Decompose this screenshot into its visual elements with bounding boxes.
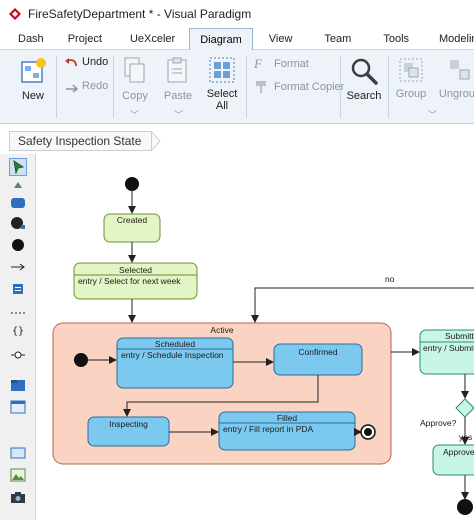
state-scheduled-label: Scheduled <box>154 339 196 349</box>
new-button[interactable]: New <box>16 56 50 102</box>
transition-icon[interactable] <box>9 258 27 276</box>
state-submitted[interactable] <box>419 329 474 375</box>
tab-tools[interactable]: Tools <box>383 33 410 45</box>
redo-button[interactable]: Redo <box>64 80 108 92</box>
image-icon[interactable] <box>9 466 27 484</box>
tab-dash[interactable]: Dash <box>18 33 44 45</box>
ungroup-button[interactable]: Ungroup <box>438 56 474 100</box>
submachine-state-icon[interactable] <box>9 214 27 232</box>
state-submitted-entry: entry / Submit <box>423 343 474 353</box>
state-scheduled-entry: entry / Schedule Inspection <box>121 350 224 360</box>
copy-button[interactable]: Copy <box>120 56 150 102</box>
state-approved[interactable] <box>432 444 474 476</box>
ungroup-icon <box>450 60 470 80</box>
ribbon-toolbar: New Undo Redo Copy ﹀ Paste ﹀ <box>0 50 474 124</box>
group-icon <box>399 58 423 82</box>
visual-paradigm-logo-icon <box>9 8 21 20</box>
folder-icon[interactable] <box>9 376 27 394</box>
paste-button[interactable]: Paste <box>162 56 194 102</box>
state-machine-diagram <box>52 177 474 515</box>
undo-button[interactable]: Undo <box>64 56 108 68</box>
tab-project[interactable]: Project <box>67 33 102 45</box>
tab-uexceler[interactable]: UeXceler <box>129 33 176 45</box>
rectangle-icon[interactable] <box>9 444 27 462</box>
state-confirmed-label: Confirmed <box>298 347 338 357</box>
state-selected-label: Selected <box>118 265 153 275</box>
format-icon: F <box>254 56 262 71</box>
state-selected-entry: entry / Select for next week <box>78 276 181 286</box>
camera-icon[interactable] <box>9 488 27 506</box>
breadcrumb: Safety Inspection State <box>9 131 162 151</box>
title-bar: FireSafetyDepartment * - Visual Paradigm <box>0 0 474 28</box>
ungroup-chevron-down-icon[interactable]: ﹀ <box>428 110 438 120</box>
decision-node[interactable] <box>455 398 474 418</box>
paste-icon <box>167 57 187 83</box>
menu-bar: Dash Project UeXceler Diagram View Team … <box>0 28 474 50</box>
group-button[interactable]: Group <box>394 56 428 100</box>
breadcrumb-item[interactable]: Safety Inspection State <box>9 131 153 151</box>
tab-view[interactable]: View <box>268 33 293 45</box>
transition-no-label: no <box>385 274 395 284</box>
inner-initial-node[interactable] <box>74 353 88 367</box>
state-created-label: Created <box>116 215 148 225</box>
note-icon[interactable] <box>9 280 27 298</box>
initial-pseudo-state-icon[interactable] <box>9 236 27 254</box>
state-active-label: Active <box>210 325 234 335</box>
tab-diagram[interactable]: Diagram <box>189 28 253 50</box>
state-scheduled[interactable] <box>116 337 234 389</box>
undo-icon <box>65 58 77 67</box>
diagram-palette: {} <box>0 154 36 520</box>
state-inspecting-label: Inspecting <box>109 419 148 429</box>
state-icon[interactable] <box>9 194 27 212</box>
state-filled-label: Filled <box>276 413 298 423</box>
state-submitted-label: Submitt <box>445 331 474 341</box>
tab-team[interactable]: Team <box>324 33 352 45</box>
browser-icon[interactable] <box>9 398 27 416</box>
initial-node[interactable] <box>125 177 139 191</box>
state-filled-entry: entry / Fill report in PDA <box>223 424 314 434</box>
new-diagram-icon <box>21 58 46 83</box>
constraint-icon[interactable]: {} <box>11 325 25 337</box>
diagram-canvas[interactable]: Created Selected entry / Select for next… <box>37 154 474 520</box>
decision-approve-label: Approve? <box>420 418 457 428</box>
state-selected[interactable] <box>73 262 198 300</box>
format-copier-icon <box>256 81 266 93</box>
junction-icon[interactable] <box>9 346 27 364</box>
search-button[interactable]: Search <box>346 56 382 102</box>
copy-icon <box>124 57 145 83</box>
breadcrumb-arrow-icon <box>151 131 162 151</box>
copy-chevron-down-icon[interactable]: ﹀ <box>130 110 140 120</box>
transition-yes-label: yes <box>459 432 473 442</box>
tab-modeling[interactable]: Modeling <box>439 33 474 45</box>
format-button[interactable]: F Format <box>254 56 309 71</box>
window-title: FireSafetyDepartment * - Visual Paradigm <box>28 7 252 21</box>
fill-icon[interactable] <box>9 176 27 194</box>
redo-icon <box>66 84 78 92</box>
final-node-bottom[interactable] <box>457 499 473 515</box>
state-approved-label: Approve <box>443 447 474 457</box>
anchor-icon[interactable] <box>9 304 27 322</box>
paste-chevron-down-icon[interactable]: ﹀ <box>174 110 184 120</box>
search-icon <box>351 58 378 85</box>
select-all-button[interactable]: Select All <box>204 56 240 112</box>
format-copier-button[interactable]: Format Copier <box>254 80 344 94</box>
selector-icon[interactable] <box>9 158 27 176</box>
select-all-icon <box>209 57 235 83</box>
